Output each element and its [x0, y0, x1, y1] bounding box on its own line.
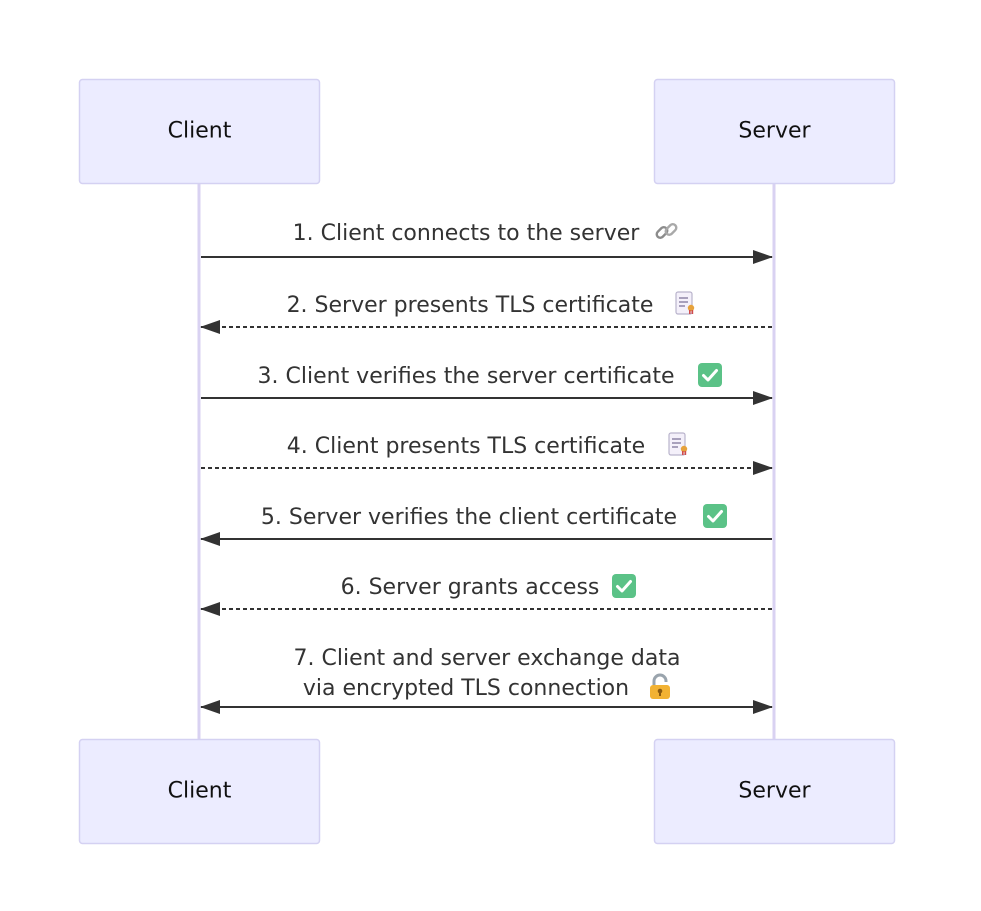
- message-3-label: 3. Client verifies the server certificat…: [258, 364, 675, 389]
- client-actor-top: Client: [78, 78, 321, 185]
- server-actor-bottom: Server: [653, 738, 896, 845]
- message-7-label-line-2: via encrypted TLS connection: [303, 676, 629, 701]
- message-5: 5. Server verifies the client certificat…: [200, 504, 772, 546]
- client-actor-top-label: Client: [168, 119, 232, 144]
- message-5-label: 5. Server verifies the client certificat…: [261, 505, 677, 530]
- certificate-icon: [675, 291, 695, 315]
- server-actor-bottom-label: Server: [738, 779, 811, 804]
- message-7-label-line-1: 7. Client and server exchange data: [294, 646, 681, 671]
- message-1: 1. Client connects to the server: [201, 221, 773, 264]
- client-actor-bottom: Client: [78, 738, 321, 845]
- check-icon: [698, 363, 722, 387]
- message-1-label: 1. Client connects to the server: [293, 221, 641, 246]
- message-7: 7. Client and server exchange data via e…: [200, 646, 773, 714]
- certificate-icon: [668, 432, 688, 456]
- message-4-label: 4. Client presents TLS certificate: [287, 434, 645, 459]
- check-icon: [703, 504, 727, 528]
- server-actor-top-label: Server: [738, 119, 811, 144]
- client-actor-bottom-label: Client: [168, 779, 232, 804]
- message-2-label: 2. Server presents TLS certificate: [287, 293, 654, 318]
- lock-icon: [650, 673, 670, 699]
- message-6-label: 6. Server grants access: [341, 575, 600, 600]
- message-2: 2. Server presents TLS certificate: [200, 291, 772, 334]
- check-icon: [612, 574, 636, 598]
- link-icon: [655, 223, 678, 239]
- message-6: 6. Server grants access: [200, 574, 772, 616]
- message-4: 4. Client presents TLS certificate: [201, 432, 773, 475]
- message-3: 3. Client verifies the server certificat…: [201, 363, 773, 405]
- server-actor-top: Server: [653, 78, 896, 185]
